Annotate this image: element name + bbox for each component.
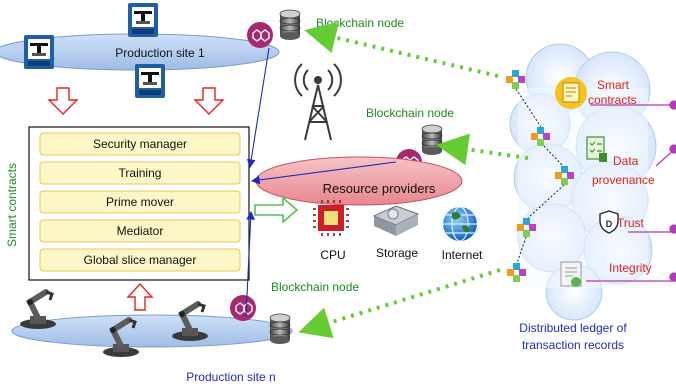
svg-text:D: D	[606, 219, 613, 229]
database-icon	[269, 313, 291, 345]
ledger-caption-line2: transaction records	[522, 338, 624, 352]
feature-connectors	[586, 100, 676, 282]
blockchain-chain-icon	[229, 294, 257, 322]
dotted-arrow	[436, 133, 529, 166]
database-icon	[279, 9, 301, 41]
blockchain-node-label: Blockchain node	[271, 280, 359, 294]
blockchain-node-label: Blockchain node	[316, 16, 404, 30]
feature-data-provenance-line1: Data	[613, 154, 639, 168]
connector-line	[250, 161, 397, 185]
dotted-arrow	[298, 268, 501, 339]
3d-printer-icon	[24, 35, 54, 69]
feature-data-provenance-line2: provenance	[592, 173, 655, 187]
connector-line	[246, 47, 270, 169]
arrow-right-icon	[254, 196, 299, 224]
database-icon	[421, 124, 443, 156]
module-box	[39, 161, 241, 185]
module-box	[39, 219, 241, 243]
shield-icon: D	[599, 210, 619, 234]
ledger-caption: Distributed ledger of transaction record…	[519, 321, 627, 352]
blockchain-chain-icon	[246, 21, 274, 49]
storage-disk-icon	[372, 205, 420, 236]
arrow-up-icon	[126, 282, 154, 311]
blockchain-node-label: Blockchain node	[366, 106, 454, 120]
document-icon	[560, 261, 582, 287]
module-label: Prime mover	[106, 195, 174, 209]
blockchain-node-top: Blockchain node	[246, 9, 404, 49]
resource-label-internet: Internet	[442, 248, 483, 262]
ledger-blocks	[506, 70, 574, 282]
module-label: Training	[119, 166, 162, 180]
certificate-icon	[555, 77, 587, 109]
production-site-1-label: Production site 1	[115, 46, 205, 60]
arrow-down-icon	[47, 87, 79, 115]
module-box	[39, 248, 241, 272]
module-box	[39, 132, 241, 156]
module-box	[39, 190, 241, 214]
feature-smart-contracts-line1: Smart	[597, 78, 630, 92]
blockchain-node-middle: Blockchain node	[366, 106, 454, 176]
module-label: Global slice manager	[84, 253, 197, 267]
arrow-down-icon	[193, 87, 225, 115]
internet-globe-icon	[443, 206, 477, 242]
3d-printer-icon	[135, 64, 165, 98]
production-site-1: Production site 1	[0, 3, 280, 98]
feature-trust: Trust	[617, 216, 645, 230]
red-arrows-top	[47, 87, 225, 115]
ledger-sync-arrows	[298, 21, 529, 339]
resource-providers: Resource providers	[255, 156, 463, 206]
robot-arm-icon	[20, 292, 56, 329]
smart-contracts-side-label: Smart contracts	[5, 163, 19, 247]
resource-label-cpu: CPU	[320, 248, 345, 262]
cube-cluster-icon	[506, 70, 525, 89]
ledger-feature-labels: Smart contracts Data provenance Trust In…	[588, 78, 655, 275]
production-site-n-ellipse	[11, 314, 293, 348]
3d-printer-icon	[128, 3, 158, 37]
feature-smart-contracts-line2: contracts	[588, 93, 637, 107]
production-site-n-label: Production site n	[186, 370, 275, 384]
connector-line	[245, 210, 256, 318]
cpu-chip-icon	[313, 200, 349, 236]
feature-integrity: Integrity	[609, 261, 652, 275]
radio-tower-icon	[294, 63, 342, 141]
resource-labels: CPU Storage Internet	[320, 246, 483, 262]
ledger-caption-line1: Distributed ledger of	[519, 321, 627, 335]
resource-label-storage: Storage	[376, 246, 418, 260]
module-label: Mediator	[117, 224, 164, 238]
blue-connectors	[245, 47, 397, 318]
module-label: Security manager	[93, 137, 187, 151]
dotted-arrow	[304, 21, 499, 78]
production-site-n: Production site n	[11, 292, 293, 384]
resource-providers-label: Resource providers	[323, 181, 436, 196]
blockchain-node-bottom: Blockchain node	[229, 280, 359, 345]
distributed-ledger-cloud	[509, 43, 657, 321]
checklist-icon	[586, 136, 607, 162]
